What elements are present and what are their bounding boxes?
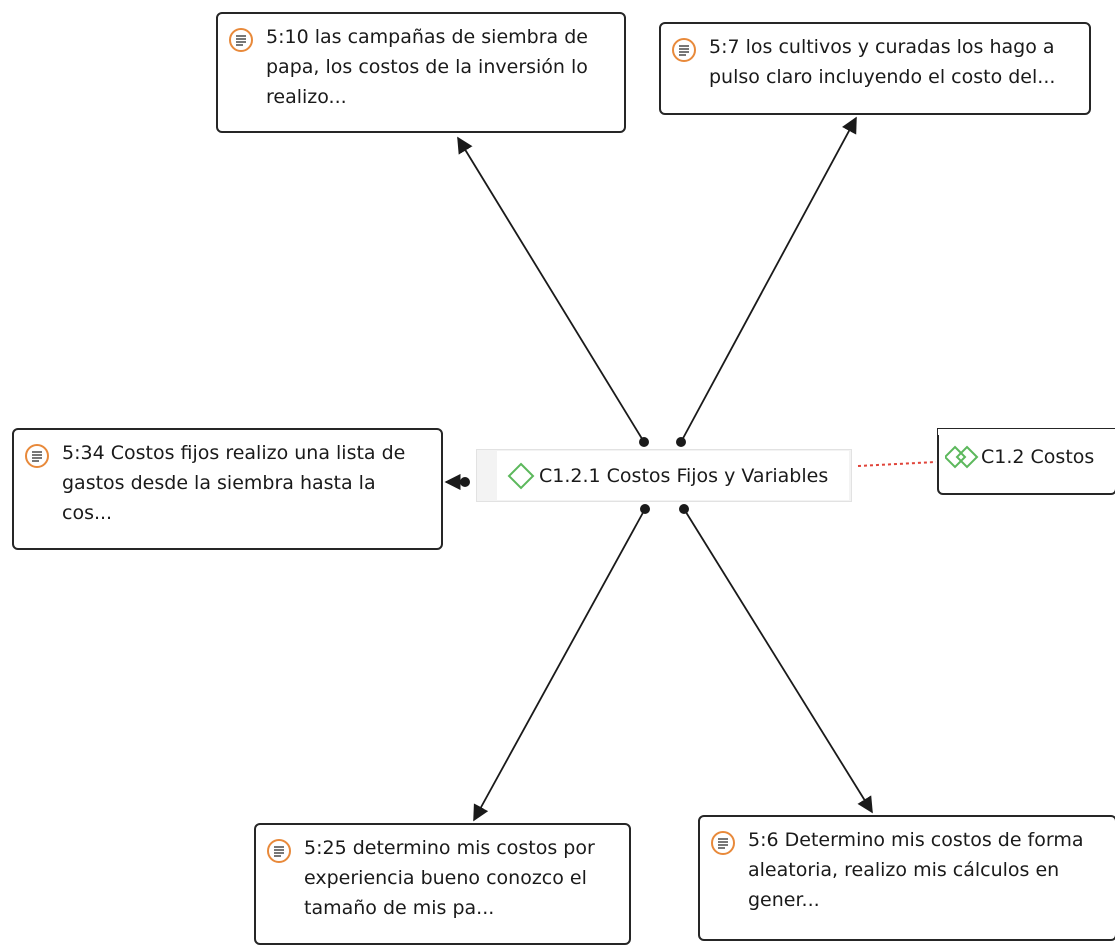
link-5-10[interactable] [457,136,645,443]
quotation-text: 5:34 Costos fijos realizo una lista de g… [62,442,406,524]
quotation-node-5-10[interactable]: 5:10 las campañas de siembra de papa, lo… [216,12,626,133]
link-5-7-origin-dot [676,437,686,447]
quotation-text: 5:6 Determino mis costos de forma aleato… [748,829,1084,911]
parent-code-node[interactable]: C1.2 Costos [937,428,1115,495]
link-5-25-origin-dot [640,504,650,514]
link-5-10-origin-dot [639,437,649,447]
link-5-25[interactable] [473,508,646,822]
parent-code-row: C1.2 Costos [945,445,1094,469]
quotation-text: 5:7 los cultivos y curadas los hago a pu… [709,36,1056,88]
quotation-node-5-34[interactable]: 5:34 Costos fijos realizo una lista de g… [12,428,443,550]
quotation-icon [672,38,696,62]
parent-code-label: C1.2 Costos [981,446,1095,468]
link-5-6-origin-dot [679,504,689,514]
central-code-label-area: C1.2.1 Costos Fijos y Variables [497,451,849,500]
parent-code-header-bar [937,428,1115,435]
code-group-icon [945,445,979,469]
central-code-label: C1.2.1 Costos Fijos y Variables [539,464,829,487]
quotation-text: 5:25 determino mis costos por experienci… [304,837,595,919]
link-5-7[interactable] [680,116,857,443]
quotation-icon [267,839,291,863]
quotation-node-5-7[interactable]: 5:7 los cultivos y curadas los hago a pu… [659,22,1091,115]
link-5-34-origin-dot [460,477,470,487]
quotation-icon [25,444,49,468]
quotation-text: 5:10 las campañas de siembra de papa, lo… [266,26,588,108]
quotation-icon [229,28,253,52]
link-parent-code[interactable] [857,461,937,467]
central-code-node[interactable]: C1.2.1 Costos Fijos y Variables [476,449,852,502]
link-5-6[interactable] [683,508,873,814]
quotation-icon [711,831,735,855]
quotation-node-5-6[interactable]: 5:6 Determino mis costos de forma aleato… [698,815,1115,941]
quotation-node-5-25[interactable]: 5:25 determino mis costos por experienci… [254,823,631,945]
code-diamond-icon [507,462,535,489]
